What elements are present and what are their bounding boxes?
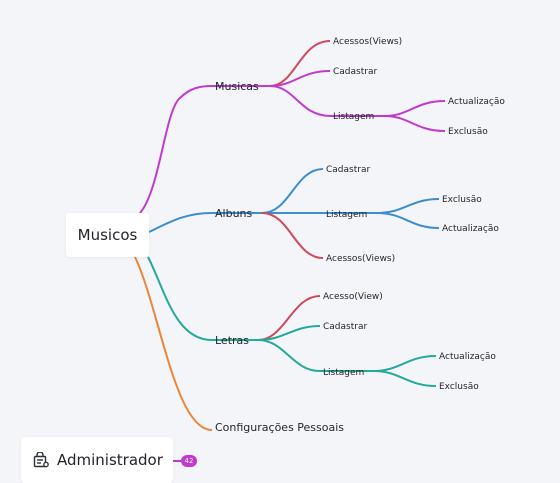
branch-letras-label[interactable]: Letras [215, 334, 249, 347]
connector-letras-listagem-exclusao [373, 370, 437, 387]
connector-letras-cadastrar [257, 325, 321, 341]
letras-listagem-label[interactable]: Listagem [323, 368, 364, 378]
branch-albuns-label[interactable]: Albuns [215, 207, 253, 220]
letras-cadastrar-label[interactable]: Cadastrar [323, 322, 367, 332]
connector-musicas-listagem [269, 85, 331, 117]
connector-root-config [134, 256, 213, 431]
admin-node[interactable]: Administrador [21, 437, 173, 483]
letras-listagem-exclusao-label[interactable]: Exclusão [439, 382, 479, 392]
branch-config-label[interactable]: Configurações Pessoais [215, 421, 344, 434]
branch-musicas-label[interactable]: Musicas [215, 80, 259, 93]
albuns-cadastrar-label[interactable]: Cadastrar [326, 165, 370, 175]
connector-albuns-listagem-actualizacao [376, 212, 440, 229]
albuns-listagem-actualizacao-label[interactable]: Actualização [442, 224, 499, 234]
admin-user-icon [33, 452, 49, 468]
connector-root-musicas [139, 85, 213, 214]
connector-musicas-cadastrar [269, 70, 331, 87]
musicas-cadastrar-label[interactable]: Cadastrar [333, 67, 377, 77]
musicas-listagem-label[interactable]: Listagem [333, 112, 374, 122]
albuns-acessos-label[interactable]: Acessos(Views) [326, 254, 395, 264]
connector-musicas-listagem-actualizacao [383, 100, 446, 117]
admin-node-label: Administrador [57, 451, 163, 469]
connector-musicas-acessos [269, 40, 331, 87]
albuns-listagem-exclusao-label[interactable]: Exclusão [442, 195, 482, 205]
connector-albuns-acessos [261, 212, 324, 259]
letras-acesso-label[interactable]: Acesso(View) [323, 292, 383, 302]
admin-count-badge[interactable]: 42 [181, 455, 197, 467]
connector-albuns-cadastrar [261, 168, 324, 214]
connector-root-albuns [148, 212, 213, 233]
root-node-label: Musicos [77, 226, 138, 244]
root-node[interactable]: Musicos [66, 213, 149, 257]
connector-albuns-listagem-exclusao [376, 198, 440, 214]
connector-letras-listagem-actualizacao [373, 355, 437, 372]
connector-letras-listagem [257, 339, 321, 372]
connector-musicas-listagem-exclusao [383, 115, 446, 132]
musicas-listagem-actualizacao-label[interactable]: Actualização [448, 97, 505, 107]
albuns-listagem-label[interactable]: Listagem [326, 210, 367, 220]
musicas-listagem-exclusao-label[interactable]: Exclusão [448, 127, 488, 137]
connector-root-letras [147, 256, 213, 341]
musicas-acessos-label[interactable]: Acessos(Views) [333, 37, 402, 47]
letras-listagem-actualizacao-label[interactable]: Actualização [439, 352, 496, 362]
